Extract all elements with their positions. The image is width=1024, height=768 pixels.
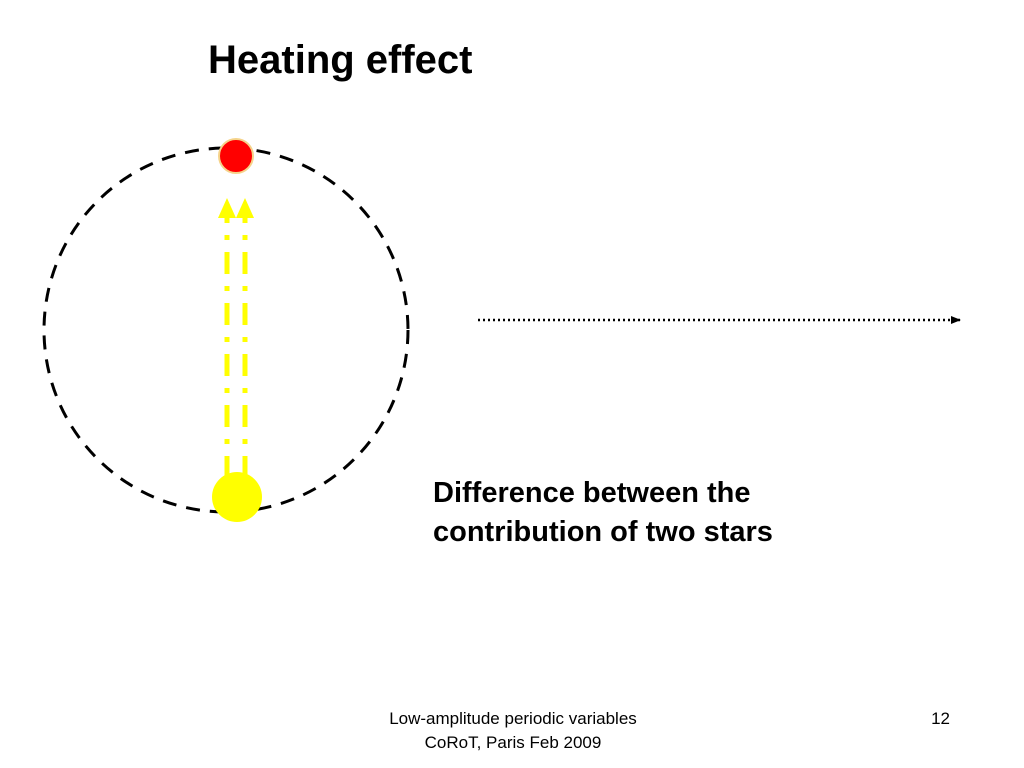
caption: Difference between the contribution of t… xyxy=(433,474,773,552)
caption-line-1: Difference between the xyxy=(433,477,751,509)
heating-arrows xyxy=(218,198,254,478)
orbit-circle xyxy=(42,146,410,514)
heating-arrow-left-head xyxy=(218,198,236,218)
footer: Low-amplitude periodic variables CoRoT, … xyxy=(330,707,696,755)
cool-star xyxy=(212,472,262,522)
footer-line-1: Low-amplitude periodic variables xyxy=(389,709,637,728)
hot-star xyxy=(218,138,254,174)
heating-arrow-right-head xyxy=(236,198,254,218)
caption-line-2: contribution of two stars xyxy=(433,516,773,548)
slide-title: Heating effect xyxy=(208,38,473,82)
page-number: 12 xyxy=(931,709,950,728)
footer-line-2: CoRoT, Paris Feb 2009 xyxy=(424,733,602,752)
